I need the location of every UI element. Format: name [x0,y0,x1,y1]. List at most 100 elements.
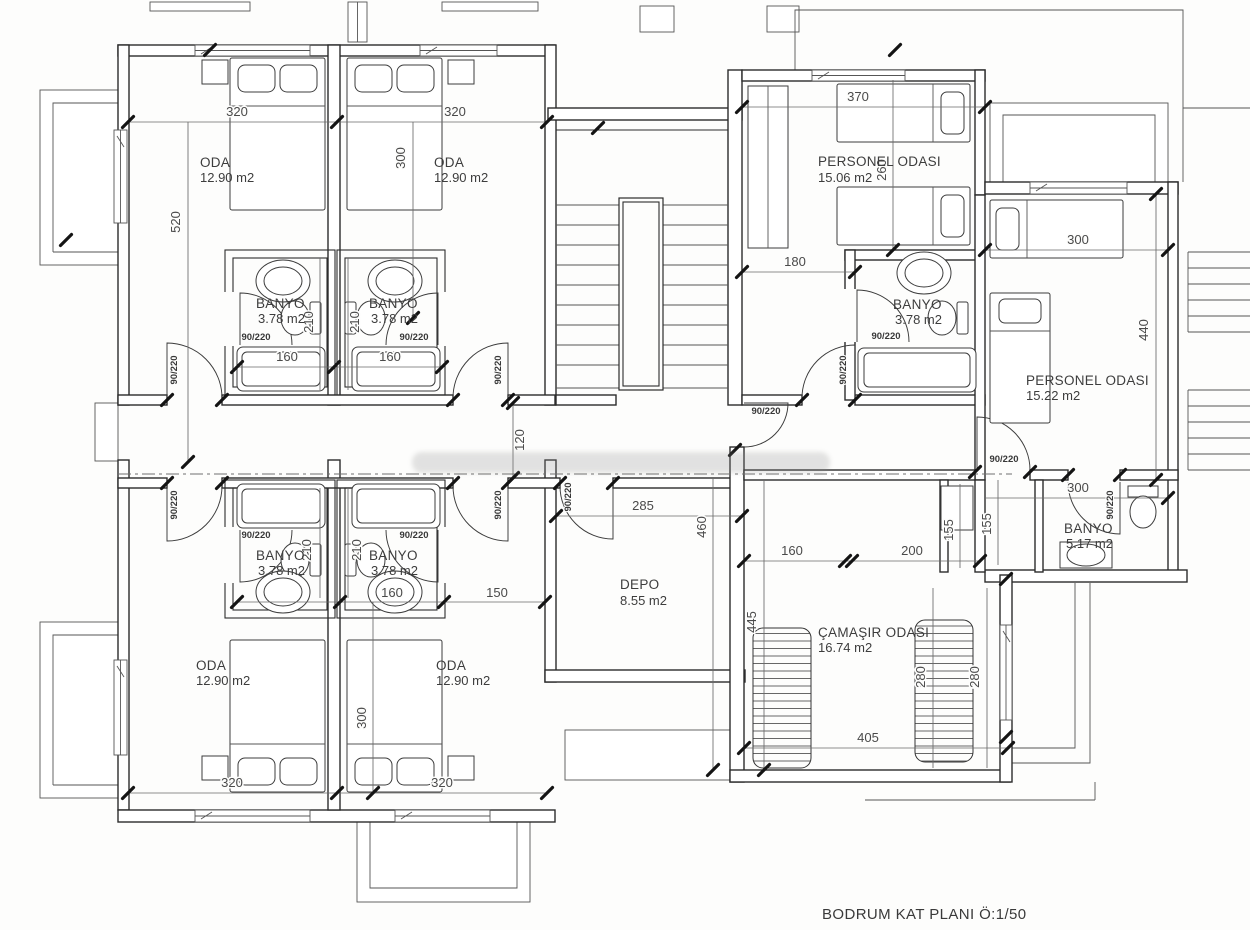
window [113,659,128,756]
dim-label: 460 [694,516,709,538]
nightstand [201,59,229,85]
dim-label: 300 [1067,232,1089,247]
windows [113,44,1128,823]
furniture [201,57,1159,793]
dim-label: 285 [632,498,654,513]
sink [896,251,952,295]
dim-label: 370 [847,89,869,104]
roof-tab [441,1,539,12]
room-name: BANYO [1064,521,1113,536]
dim-label: 520 [168,211,183,233]
dim-label: 155 [941,519,956,541]
window [394,809,491,823]
room-name: ODA [200,155,230,170]
room-name: BANYO [369,548,418,563]
room-name: BANYO [369,296,418,311]
door-size-label: 90/220 [399,332,428,343]
window [999,624,1013,721]
dim-label: 280 [967,666,982,688]
terrace-bottom [356,821,531,903]
window [194,44,311,57]
door-size-label: 90/220 [493,490,504,519]
courtyard-right [1012,583,1076,749]
dim-label: 160 [276,349,298,364]
door-size-label: 90/220 [399,530,428,541]
dim-label: 210 [347,311,362,333]
dim-label: 180 [784,254,806,269]
room-name: BANYO [256,548,305,563]
room-name: ÇAMAŞIR ODASI [818,625,929,640]
nightstand [447,59,475,85]
bathtub [236,483,326,529]
room-area: 15.22 m2 [1026,388,1080,403]
watermark-smudge [412,452,830,473]
single-bed [989,292,1051,424]
room-area: 12.90 m2 [434,170,488,185]
exterior-landing [94,402,119,462]
dim-label: 405 [857,730,879,745]
door-oda-tr [452,342,509,399]
doors [166,289,1121,583]
toilet-tank [1127,485,1159,498]
room-area: 12.90 m2 [196,673,250,688]
dim-label: 210 [301,311,316,333]
door-oda-br [452,485,509,542]
double-bed [346,57,443,211]
dim-label: 280 [913,666,928,688]
dim-label: 320 [431,775,453,790]
dim-label: 300 [393,147,408,169]
door-size-label: 90/220 [871,331,900,342]
dim-label: 320 [226,104,248,119]
neighbor-outline [794,9,1250,109]
dim-label: 210 [349,539,364,561]
window [194,809,311,823]
sink [1066,543,1106,567]
dim-label: 160 [379,349,401,364]
dim-label: 300 [1067,480,1089,495]
dim-label: 160 [381,585,403,600]
dim-label: 210 [299,539,314,561]
shaft [639,5,675,33]
room-name: BANYO [893,297,942,312]
room-area: 12.90 m2 [200,170,254,185]
door-banyo-bl [239,529,293,583]
laundry-rack [914,619,974,763]
room-area: 12.90 m2 [436,673,490,688]
door-camasir [976,416,1031,471]
exterior-stairs-right [1187,251,1250,471]
dim-label: 200 [901,543,923,558]
terrace-depo [564,729,734,781]
single-bed [989,199,1124,259]
window [811,69,906,82]
nightstand [447,755,475,781]
door-banyo-br [385,529,439,583]
room-name: ODA [434,155,464,170]
dim-label: 155 [979,513,994,535]
laundry-rack [752,627,812,769]
room-name: DEPO [620,577,659,592]
dimensions: 320 320 300 520 210 210 160 160 120 210 … [58,42,1176,801]
bathtub [351,483,441,529]
room-name: ODA [196,658,226,673]
plan-title: BODRUM KAT PLANI Ö:1/50 [822,905,1027,923]
door-size-label: 90/220 [838,355,849,384]
door-hall [743,402,789,448]
room-area: 15.06 m2 [818,170,872,185]
toilet [1129,495,1157,529]
door-banyo-sag [1067,481,1121,535]
window [419,44,498,57]
room-name: ODA [436,658,466,673]
stair-landing [618,197,664,391]
single-bed [836,186,971,246]
dim-label: 160 [781,543,803,558]
door-size-label: 90/220 [989,454,1018,465]
room-area: 3.78 m2 [258,563,305,578]
door-personel-1 [801,344,856,399]
nightstand [201,755,229,781]
dim-label: 150 [486,585,508,600]
door-banyo-tr [385,292,439,346]
room-name: PERSONEL ODASI [818,154,941,169]
shaft [766,5,800,33]
door-size-label: 90/220 [241,530,270,541]
